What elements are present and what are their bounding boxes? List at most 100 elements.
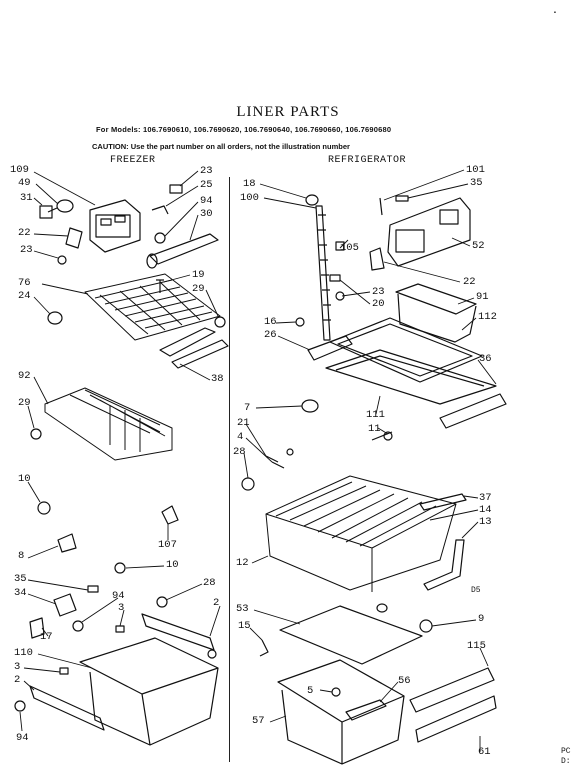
callout-5: 5 xyxy=(307,685,314,697)
callout-30: 30 xyxy=(200,208,213,220)
freezer-clip-29b xyxy=(30,428,42,440)
callout-13: 13 xyxy=(479,516,492,528)
callout-94: 94 xyxy=(200,195,213,207)
freezer-pan-rail-2b xyxy=(14,685,105,731)
callout-d5: D5 xyxy=(471,586,481,595)
callout-107: 107 xyxy=(158,539,177,551)
callout-61: 61 xyxy=(478,746,491,758)
refrigerator-shelf-trim-26 xyxy=(307,335,353,361)
callout-18: 18 xyxy=(243,178,256,190)
callout-20: 20 xyxy=(372,298,385,310)
refrigerator-light-shield-52 xyxy=(387,197,471,267)
callout-29-lower: 29 xyxy=(18,397,31,409)
callout-16: 16 xyxy=(264,316,277,328)
callout-31: 31 xyxy=(20,192,33,204)
callout-24: 24 xyxy=(18,290,31,302)
callout-11: 11 xyxy=(368,423,381,435)
freezer-part-8 xyxy=(57,533,77,553)
refrigerator-heading: REFRIGERATOR xyxy=(328,155,407,166)
freezer-part-10a xyxy=(37,501,51,515)
callout-94-bottom: 94 xyxy=(16,732,29,744)
freezer-shelf-trim-38 xyxy=(159,327,229,369)
callout-10-lower: 10 xyxy=(166,559,179,571)
freezer-guide-94 xyxy=(154,232,166,244)
callout-12: 12 xyxy=(236,557,249,569)
callout-49: 49 xyxy=(18,177,31,189)
refrigerator-trim-36 xyxy=(439,393,507,429)
freezer-part-35a xyxy=(87,585,99,593)
callout-di: D: xyxy=(561,757,571,766)
callout-110: 110 xyxy=(14,647,33,659)
callout-109: 109 xyxy=(10,164,29,176)
callout-25: 25 xyxy=(200,179,213,191)
freezer-clip-29a xyxy=(214,316,226,328)
refrigerator-part-15 xyxy=(259,639,269,657)
refrigerator-part-11 xyxy=(371,431,393,441)
callout-35-refrigerator: 35 xyxy=(470,177,483,189)
freezer-part-94b xyxy=(72,620,84,632)
callout-10: 10 xyxy=(18,473,31,485)
callout-2-lower: 2 xyxy=(14,674,21,686)
freezer-screw-23 xyxy=(57,255,67,265)
freezer-wire-shelf xyxy=(84,273,221,341)
refrigerator-clip-22 xyxy=(369,247,385,271)
refrigerator-part-56 xyxy=(345,699,387,721)
caution-line: CAUTION: Use the part number on all orde… xyxy=(92,142,350,151)
freezer-part-10b xyxy=(114,562,126,574)
callout-3-lower: 3 xyxy=(14,661,21,673)
callout-91: 91 xyxy=(476,291,489,303)
freezer-pan-rail-2a xyxy=(141,613,217,659)
callout-29: 29 xyxy=(192,283,205,295)
callout-19: 19 xyxy=(192,269,205,281)
callout-115: 115 xyxy=(467,640,486,652)
callout-92: 92 xyxy=(18,370,31,382)
callout-21: 21 xyxy=(237,417,250,429)
refrigerator-part-near-9 xyxy=(376,603,388,613)
refrigerator-crisper-cover-12 xyxy=(265,475,457,592)
callout-23: 23 xyxy=(20,244,33,256)
section-divider xyxy=(229,177,230,762)
callout-100: 100 xyxy=(240,192,259,204)
callout-94-lower: 94 xyxy=(112,590,125,602)
callout-28-refrigerator: 28 xyxy=(233,446,246,458)
callout-76: 76 xyxy=(18,277,31,289)
freezer-light-shield xyxy=(89,199,141,253)
callout-23-refrigerator: 23 xyxy=(372,286,385,298)
callout-26: 26 xyxy=(264,329,277,341)
callout-111: 111 xyxy=(366,409,385,421)
freezer-pan-110 xyxy=(79,637,219,746)
callout-7: 7 xyxy=(244,402,251,414)
callout-22: 22 xyxy=(18,227,31,239)
callout-22-refrigerator: 22 xyxy=(463,276,476,288)
callout-28: 28 xyxy=(203,577,216,589)
callout-17: 17 xyxy=(40,631,53,643)
refrigerator-glass-shelf-112 xyxy=(329,317,483,383)
callout-34: 34 xyxy=(14,587,27,599)
callout-53: 53 xyxy=(236,603,249,615)
refrigerator-bin-91 xyxy=(395,283,477,343)
freezer-clip-22 xyxy=(65,227,83,249)
refrigerator-parts-101-35 xyxy=(379,195,409,216)
callout-35: 35 xyxy=(14,573,27,585)
freezer-parts-23-25 xyxy=(151,184,183,215)
callout-38: 38 xyxy=(211,373,224,385)
refrigerator-crisper-lid-53 xyxy=(279,605,423,665)
callout-105: 105 xyxy=(340,242,359,254)
refrigerator-parts-37-14-13 xyxy=(419,493,467,591)
callout-112: 112 xyxy=(478,311,497,323)
callout-2: 2 xyxy=(213,597,220,609)
callout-po: PC xyxy=(561,747,571,756)
freezer-heading: FREEZER xyxy=(110,155,156,166)
callout-37: 37 xyxy=(479,492,492,504)
models-line: For Models: 106.7690610, 106.7690620, 10… xyxy=(96,125,392,134)
refrigerator-shelf-frame-111 xyxy=(325,349,497,405)
freezer-shelf-support-24 xyxy=(47,311,63,325)
freezer-part-3b xyxy=(59,667,69,675)
callout-8: 8 xyxy=(18,550,25,562)
callout-57: 57 xyxy=(252,715,265,727)
refrigerator-cap-18 xyxy=(305,194,319,206)
page-title: LINER PARTS xyxy=(236,104,340,120)
refrigerator-parts-21-4 xyxy=(265,448,294,469)
freezer-part-17 xyxy=(29,617,45,639)
